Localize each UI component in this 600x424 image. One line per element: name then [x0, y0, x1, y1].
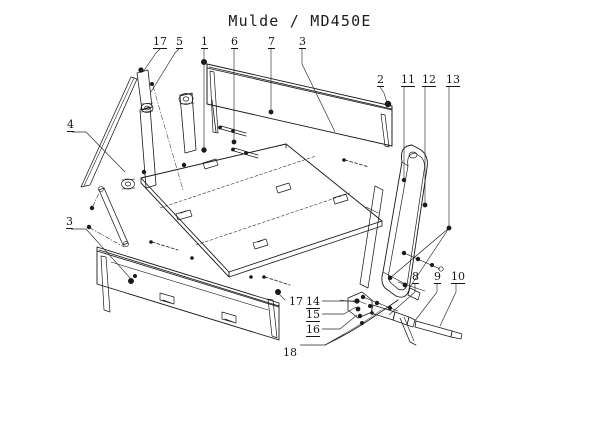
- callout-number-18: 18: [283, 346, 297, 359]
- rear-panel-part: [206, 63, 393, 168]
- leader-line-9: [413, 284, 438, 323]
- callout-number-15: 15: [306, 308, 320, 322]
- callout-number-7: 7: [268, 35, 275, 49]
- callout-number-3: 3: [66, 215, 73, 229]
- callout-number-17: 17: [153, 35, 167, 49]
- front-panel-part: [96, 240, 291, 341]
- leader-line-16: [322, 314, 358, 330]
- leader-line-17: [142, 48, 161, 73]
- callout-number-6: 6: [231, 35, 238, 49]
- callout-number-12: 12: [422, 73, 436, 87]
- callout-number-8: 8: [412, 270, 419, 284]
- page-title: Mulde / MD450E: [228, 12, 372, 30]
- leader-line-18: [300, 333, 345, 346]
- leader-line-2: [379, 86, 389, 107]
- leader-line-10: [439, 284, 457, 327]
- corner-post-parts: [80, 69, 197, 248]
- explode-markers: [127, 59, 392, 295]
- callout-number-4: 4: [67, 118, 74, 132]
- leader-line-4: [72, 131, 126, 173]
- callout-number-16: 16: [306, 323, 320, 337]
- assembly-geometry: [80, 59, 463, 346]
- leader-line-3: [301, 49, 336, 133]
- tailgate-frame-part: [359, 144, 428, 301]
- callout-leader-lines: [71, 48, 457, 346]
- callout-number-9: 9: [434, 270, 441, 284]
- leader-line-3: [71, 228, 132, 280]
- callout-number-14: 14: [306, 295, 320, 309]
- callout-number-13: 13: [446, 73, 460, 87]
- callout-number-10: 10: [451, 270, 465, 284]
- callout-number-3: 3: [299, 35, 306, 49]
- callout-number-1: 1: [201, 35, 208, 49]
- bed-floor-part: [140, 143, 383, 278]
- leader-line-8: [388, 284, 416, 316]
- callout-number-17: 17: [289, 295, 303, 308]
- callout-number-2: 2: [377, 73, 384, 87]
- callout-number-11: 11: [401, 73, 415, 87]
- leader-line-15: [322, 306, 357, 315]
- leader-line-5: [150, 48, 180, 93]
- fastener-chain-right: [360, 177, 452, 312]
- latch-assembly-part: [324, 291, 463, 346]
- leader-line-17: [277, 292, 286, 301]
- callout-number-5: 5: [176, 35, 183, 49]
